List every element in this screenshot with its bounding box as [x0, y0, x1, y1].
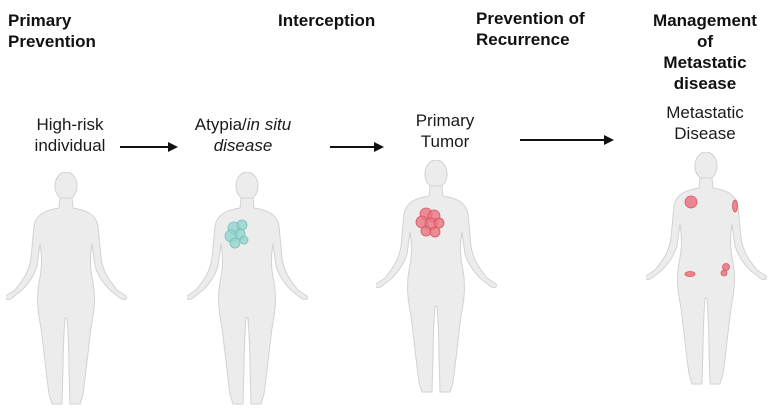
label-high-risk-line1: High-risk: [36, 115, 104, 134]
label-metastatic-line2: Disease: [674, 124, 736, 143]
body-figure-metastatic: [646, 152, 768, 385]
body-figure-atypia: [187, 172, 309, 405]
heading-interception: Interception: [278, 11, 376, 30]
heading-primary-prevention-line2: Prevention: [8, 32, 96, 51]
label-atypia-plain: Atypia/: [194, 115, 247, 134]
metastasis-spots: [684, 195, 738, 277]
label-primary-tumor: Primary Tumor: [395, 110, 495, 152]
atypia-cell-cluster: [224, 219, 249, 249]
arrow-3: [520, 135, 614, 145]
label-high-risk-line2: individual: [34, 136, 106, 155]
heading-management-line4: disease: [673, 74, 737, 93]
arrow-2: [330, 142, 384, 152]
label-atypia: Atypia/in situ disease: [183, 114, 303, 156]
label-metastatic-line1: Metastatic: [666, 103, 744, 122]
label-metastatic: Metastatic Disease: [650, 102, 760, 144]
heading-management-line1: Management: [653, 11, 757, 30]
label-primary-tumor-line1: Primary: [415, 111, 475, 130]
arrow-1: [120, 142, 178, 152]
heading-primary-prevention-line1: Primary: [8, 11, 72, 30]
heading-prevention-of-recurrence: Prevention of Recurrence: [476, 8, 585, 50]
body-figure-high-risk: [6, 172, 128, 405]
heading-recurrence-line1: Prevention of: [476, 9, 585, 28]
heading-management-line2: of: [696, 32, 714, 51]
tumor-cell-cluster: [415, 207, 445, 238]
label-atypia-line2: disease: [213, 136, 273, 155]
heading-management: Management of Metastatic disease: [640, 10, 770, 94]
heading-management-line3: Metastatic: [663, 53, 747, 72]
label-atypia-italic: in situ: [246, 115, 292, 134]
label-primary-tumor-line2: Tumor: [420, 132, 470, 151]
body-figure-primary-tumor: [376, 160, 498, 393]
heading-primary-prevention: Primary Prevention: [8, 10, 96, 52]
heading-recurrence-line2: Recurrence: [476, 30, 570, 49]
label-high-risk: High-risk individual: [20, 114, 120, 156]
